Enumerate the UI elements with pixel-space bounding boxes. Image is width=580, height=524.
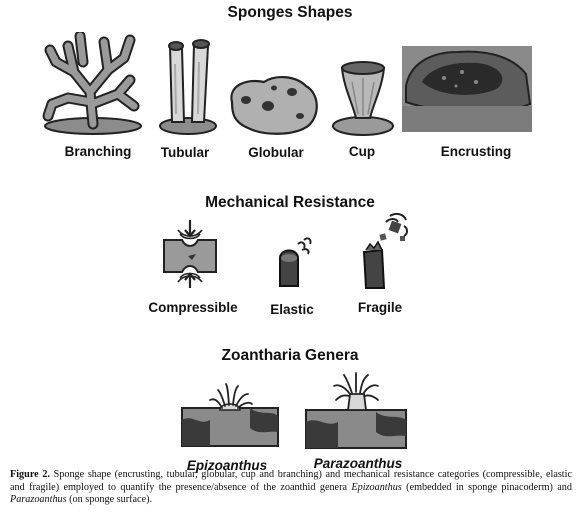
- caption-genus-1: Epizoanthus: [351, 481, 402, 493]
- epizoanthus-label: Epizoanthus: [186, 458, 268, 473]
- cup-sponge-illustration: [332, 61, 394, 136]
- encrusting-label: Encrusting: [440, 144, 512, 159]
- epizoanthus-illustration: [181, 383, 279, 447]
- caption-label: Figure 2.: [10, 469, 50, 480]
- caption-text-2: (embedded in sponge pinacoderm) and: [401, 481, 572, 493]
- globular-label: Globular: [248, 145, 304, 160]
- branching-label: Branching: [64, 144, 132, 159]
- shapes-title: Sponges Shapes: [227, 4, 353, 21]
- compressible-label: Compressible: [148, 300, 238, 315]
- caption-text-1: Sponge shape (encrusting, tubular, globu…: [10, 469, 572, 493]
- zoantharia-title: Zoantharia Genera: [221, 347, 359, 364]
- fragile-label: Fragile: [357, 300, 403, 315]
- caption-text-3: (on sponge surface).: [66, 494, 153, 506]
- elastic-label: Elastic: [270, 302, 314, 317]
- elastic-illustration: [279, 237, 312, 287]
- compressible-illustration: [163, 220, 217, 288]
- branching-sponge-illustration: [42, 32, 142, 135]
- resistance-title: Mechanical Resistance: [205, 194, 375, 211]
- figure-caption: Figure 2. Sponge shape (encrusting, tubu…: [10, 469, 572, 507]
- tubular-label: Tubular: [160, 145, 210, 160]
- encrusting-sponge-illustration: [402, 46, 532, 132]
- fragile-illustration: [362, 212, 408, 289]
- caption-genus-2: Parazoanthus: [10, 494, 67, 506]
- parazoanthus-label: Parazoanthus: [313, 456, 403, 471]
- parazoanthus-illustration: [305, 372, 407, 449]
- globular-sponge-illustration: [230, 76, 318, 135]
- cup-label: Cup: [348, 144, 376, 159]
- tubular-sponge-illustration: [159, 39, 217, 135]
